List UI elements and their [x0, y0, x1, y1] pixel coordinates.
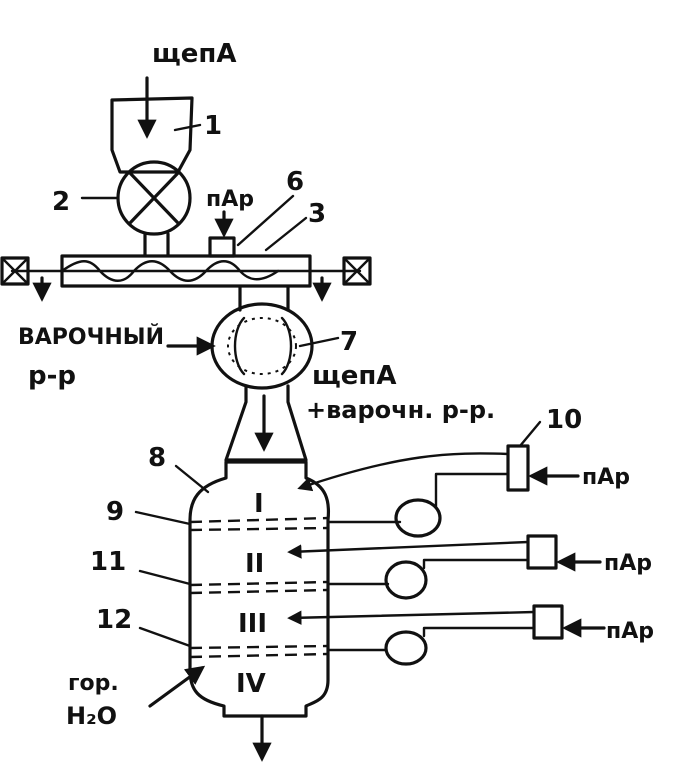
label-zone-1: I: [254, 489, 264, 519]
digester-vessel-8: [188, 460, 331, 718]
label-chips-liquor-line1: щепА: [312, 361, 396, 391]
label-number-1: 1: [204, 111, 222, 141]
label-hot-water-line2: H₂O: [66, 702, 117, 730]
leader-8: [174, 464, 210, 494]
label-steam-1: пАр: [582, 465, 630, 490]
leader-10: [518, 420, 542, 448]
label-steam-top: пАр: [206, 187, 254, 212]
label-number-10: 10: [546, 405, 582, 435]
zone-separator-11: [189, 580, 329, 595]
heater-10: [506, 444, 530, 492]
leader-1: [173, 123, 202, 132]
label-cooking-liquor-line2: р-р: [28, 361, 76, 391]
circulation-loop-2: [287, 534, 558, 600]
leader-3: [264, 216, 308, 252]
zone-separator-12: [189, 644, 329, 659]
circulation-loop-3: [287, 604, 564, 666]
leader-11: [138, 569, 192, 586]
leader-6: [236, 194, 295, 247]
label-hot-water-line1: гор.: [68, 671, 119, 696]
label-number-11: 11: [90, 547, 126, 577]
label-number-12: 12: [96, 605, 132, 635]
label-cooking-liquor-line1: ВАРОЧНЫЙ: [18, 324, 164, 350]
label-zone-4: IV: [236, 669, 266, 699]
label-steam-3: пАр: [606, 619, 654, 644]
label-zone-2: II: [245, 549, 264, 579]
circulation-loop-1: [297, 452, 510, 538]
steam-nozzle-6: [208, 210, 236, 258]
label-number-7: 7: [340, 327, 358, 357]
label-number-2: 2: [52, 187, 70, 217]
label-number-3: 3: [308, 199, 326, 229]
label-zone-3: III: [238, 609, 267, 639]
label-number-9: 9: [106, 497, 124, 527]
conveyor-motor-left: [0, 256, 30, 286]
transfer-cone: [224, 384, 308, 462]
leader-9: [134, 510, 192, 526]
label-number-8: 8: [148, 443, 166, 473]
zone-separator-9: [189, 516, 329, 532]
label-chips-liquor-line2: +варочн. р-р.: [306, 396, 495, 424]
feeder-outlet: [143, 232, 170, 257]
screw-conveyor-3: [10, 254, 362, 288]
label-steam-2: пАр: [604, 551, 652, 576]
label-number-6: 6: [286, 167, 304, 197]
hot-water-inlet-arrow: [148, 665, 206, 708]
impregnation-feeder-7: [210, 285, 314, 390]
leader-7: [298, 336, 340, 348]
conveyor-motor-right: [342, 256, 372, 286]
label-chips-top: щепА: [152, 39, 236, 69]
leader-12: [138, 626, 192, 648]
